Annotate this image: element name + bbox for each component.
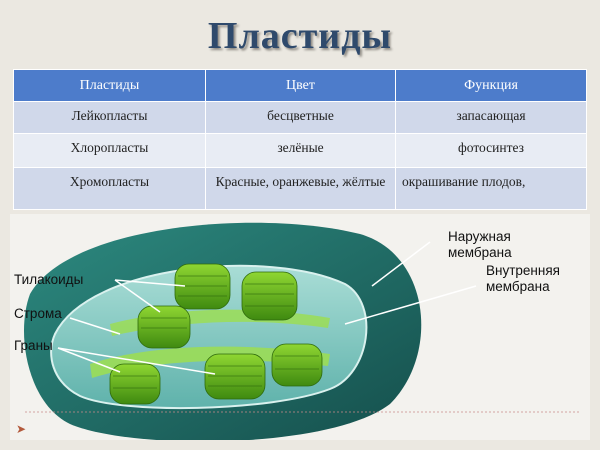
cell-color: Красные, оранжевые, жёлтые bbox=[205, 167, 396, 210]
label-grana: Граны bbox=[14, 338, 53, 353]
label-inner-membrane-line2: мембрана bbox=[486, 279, 550, 294]
play-arrow-icon[interactable]: ➤ bbox=[16, 422, 27, 436]
table-row: Хромопласты Красные, оранжевые, жёлтые о… bbox=[13, 167, 587, 210]
table-header-row: Пластиды Цвет Функция bbox=[13, 69, 587, 102]
chloroplast-illustration bbox=[23, 222, 580, 442]
header-plastids: Пластиды bbox=[13, 69, 206, 102]
label-inner-membrane-line1: Внутренняя bbox=[486, 263, 560, 278]
header-function: Функция bbox=[395, 69, 587, 102]
table-row: Хлоропласты зелёные фотосинтез bbox=[13, 133, 587, 168]
cell-plastid: Лейкопласты bbox=[13, 101, 206, 134]
header-color: Цвет bbox=[205, 69, 396, 102]
label-thylakoids: Тилакоиды bbox=[14, 272, 84, 287]
stroma-lamella bbox=[90, 346, 330, 378]
page-title: Пластиды bbox=[207, 15, 393, 57]
cell-plastid: Хромопласты bbox=[13, 167, 206, 210]
grana-stacks bbox=[109, 263, 323, 405]
cell-function: окрашивание плодов, bbox=[395, 167, 587, 210]
grana-lines bbox=[113, 275, 319, 389]
cell-plastid: Хлоропласты bbox=[13, 133, 206, 168]
cell-color: бесцветные bbox=[205, 101, 396, 134]
cell-function: фотосинтез bbox=[395, 133, 587, 168]
plastids-table: Пластиды Цвет Функция Лейкопласты бесцве… bbox=[13, 69, 587, 210]
label-outer-membrane-line1: Наружная bbox=[448, 229, 511, 244]
table-row: Лейкопласты бесцветные запасающая bbox=[13, 101, 587, 134]
label-outer-membrane-line2: мембрана bbox=[448, 245, 512, 260]
pointer-lines bbox=[57, 241, 477, 375]
cell-function: запасающая bbox=[395, 101, 587, 134]
chloroplast-diagram: Наружная мембрана Внутренняя мембрана Ти… bbox=[10, 214, 590, 442]
label-stroma: Строма bbox=[14, 306, 62, 321]
cell-color: зелёные bbox=[205, 133, 396, 168]
